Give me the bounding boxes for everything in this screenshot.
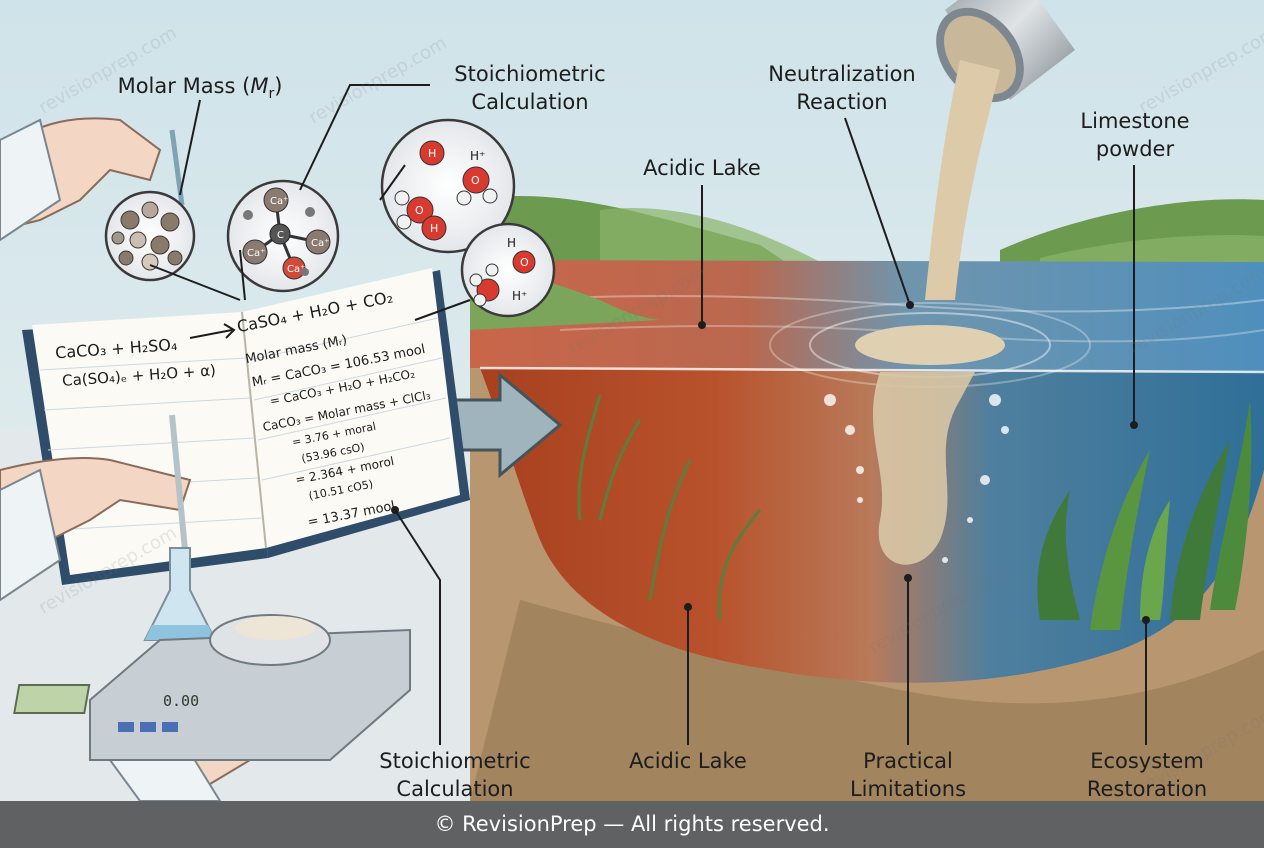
label-molar-mass: Molar Mass (Mr) bbox=[117, 74, 283, 103]
lake-surface bbox=[470, 260, 1264, 372]
atom-o-1: O bbox=[471, 174, 480, 187]
healthy-plants bbox=[1037, 400, 1252, 630]
h-plus-2: H⁺ bbox=[512, 289, 527, 303]
ion-ca-1: Ca⁺ bbox=[270, 196, 288, 207]
atom-h-2: H bbox=[430, 222, 438, 235]
sinking-limestone bbox=[872, 372, 975, 565]
stoichiometry-bubble bbox=[226, 179, 340, 293]
copyright-footer: © RevisionPrep — All rights reserved. bbox=[0, 801, 1264, 848]
atom-o-3: O bbox=[520, 256, 529, 269]
ion-ca-3: Ca⁺ bbox=[311, 238, 329, 249]
leader-lines bbox=[149, 84, 1147, 745]
label-acidic-lake-top: Acidic Lake bbox=[643, 156, 761, 180]
hydrogen-ion-bubble bbox=[460, 222, 556, 318]
ion-ca-4: Ca⁺ bbox=[287, 264, 305, 275]
h-plus-1: H⁺ bbox=[470, 149, 485, 163]
limestone-pile bbox=[855, 325, 1005, 365]
atom-o-2: O bbox=[415, 204, 424, 217]
molar-mass-bubble bbox=[104, 190, 196, 282]
digital-scale bbox=[13, 614, 411, 761]
atom-h-3: H bbox=[507, 236, 516, 250]
carbon-atom: C bbox=[277, 230, 284, 241]
dead-plants bbox=[577, 394, 762, 621]
limestone-stream bbox=[925, 60, 1000, 300]
scale-display: 0.00 bbox=[163, 692, 199, 710]
pipette-bottom bbox=[169, 414, 189, 561]
atom-h-1: H bbox=[428, 147, 436, 160]
label-acidic-lake-bottom: Acidic Lake bbox=[629, 749, 747, 773]
ion-ca-2: Ca⁺ bbox=[247, 248, 265, 259]
water-molecule-bubble bbox=[380, 118, 516, 254]
